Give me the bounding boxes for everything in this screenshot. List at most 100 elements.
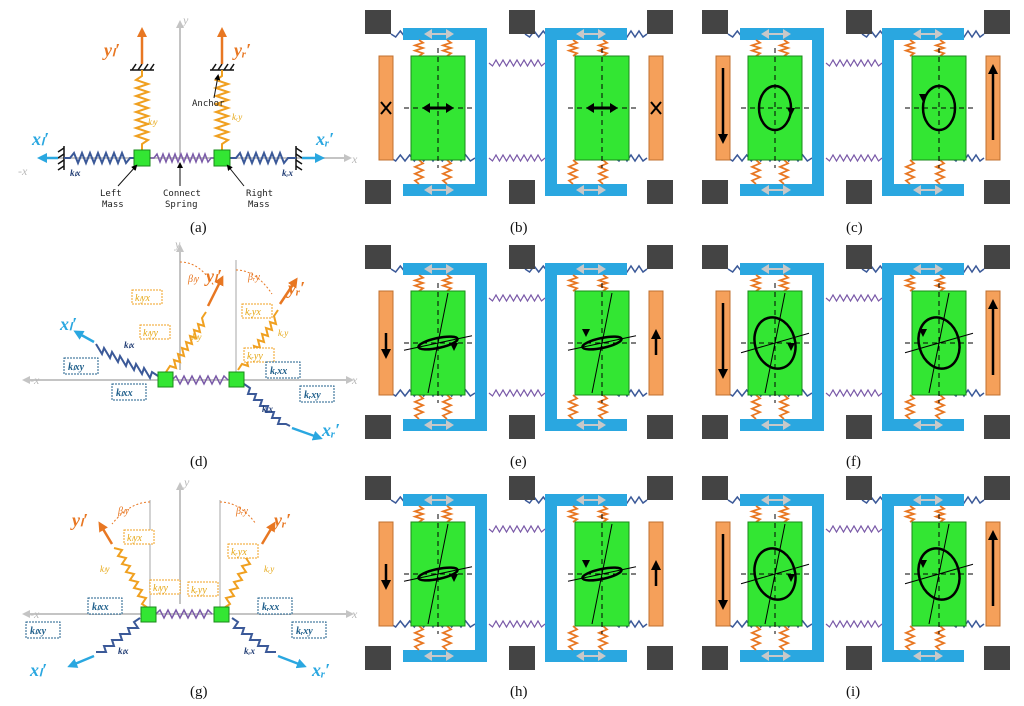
spring [596, 159, 610, 185]
k-lx-label-g: kₗx [118, 646, 129, 656]
arrow-head [913, 651, 921, 661]
anchor-block [846, 180, 872, 204]
arrow-head [446, 651, 454, 661]
anchor-block [647, 415, 673, 439]
axis-yr-prime: yᵣ′ [232, 40, 251, 60]
spring [727, 619, 813, 629]
rotation-arrow-head [582, 329, 590, 337]
left-mass-block-g [140, 606, 157, 623]
frame-side-bar [475, 263, 487, 431]
axis-xl-prime: xₗ′ [31, 129, 49, 149]
arrow-head [783, 495, 791, 505]
anchor-block [647, 10, 673, 34]
k-lxx-box-g: kₗxx [92, 602, 109, 613]
spring [777, 274, 791, 292]
anchor-block [846, 476, 872, 500]
panel-d: -x x y yₗ′ yᵣ′ xₗ′ xᵣ′ βₗy βᵣy kₗyx kₗyy… [22, 237, 358, 470]
spring [488, 153, 546, 163]
spring [390, 619, 476, 629]
arrow-head [761, 264, 769, 274]
left-mass-block [133, 149, 151, 167]
spring [566, 625, 580, 651]
axis-neg-x-label-d: -x [30, 373, 40, 387]
arrow-head [783, 264, 791, 274]
frame-side-bar [475, 494, 487, 662]
arrow-head [935, 651, 943, 661]
anchor-block [647, 646, 673, 670]
k-ry-label-g: kᵣy [264, 564, 274, 574]
spring [933, 394, 947, 420]
resonator-panel-i [702, 476, 1010, 670]
spring [727, 153, 813, 163]
right-mass-block [213, 149, 231, 167]
axis-neg-x-label-g: -x [30, 607, 40, 621]
arrow-head [783, 29, 791, 39]
caption-c: (c) [846, 220, 863, 236]
tilted-axis [764, 292, 786, 394]
resonator-panel-f [702, 245, 1010, 439]
anchor-block [647, 245, 673, 269]
anchor-block [509, 245, 535, 269]
spring [566, 159, 580, 185]
arrow-head [761, 420, 769, 430]
k-ly-label-d: kₗy [192, 332, 201, 342]
axis-neg-x-label: -x [18, 164, 28, 178]
caption-e: (e) [510, 454, 527, 470]
arrow-head [424, 651, 432, 661]
arrow-head [446, 264, 454, 274]
frame-side-bar [545, 28, 557, 196]
arrow-head [446, 185, 454, 195]
frame-side-bar [812, 28, 824, 196]
spring [440, 394, 454, 420]
anchor-block [984, 646, 1010, 670]
spring [825, 524, 883, 534]
k-lx-label: kₗx [70, 168, 81, 178]
right-mass-block-g [213, 606, 230, 623]
anchor-block [984, 245, 1010, 269]
frame-side-bar [882, 263, 894, 431]
beta-ly-label-d: βₗy [187, 274, 200, 285]
anchor-block [846, 10, 872, 34]
anchor-block [984, 10, 1010, 34]
spring [412, 505, 426, 523]
tilted-axis [591, 292, 613, 394]
axis-x-label: x [351, 152, 358, 166]
caption-f: (f) [846, 454, 861, 470]
k-ryy-box-g: kᵣyy [191, 585, 207, 596]
anchor-block [509, 180, 535, 204]
k-rxy-box-g: kᵣxy [296, 626, 313, 637]
k-rx-label: kᵣx [282, 168, 294, 178]
arrow-head [598, 185, 606, 195]
axis-xl-prime-g: xₗ′ [29, 660, 47, 680]
arrow-head [610, 103, 618, 113]
axis-yr-prime-d: yᵣ′ [286, 278, 305, 298]
caption-g: (g) [190, 684, 208, 700]
k-lxy-box-d: kₗxy [68, 362, 85, 373]
spring [749, 394, 763, 420]
k-rxx-box-d: kᵣxx [270, 366, 287, 377]
anchor-block [647, 180, 673, 204]
motion-ellipse [921, 84, 957, 132]
k-lxx-box-d: kₗxx [116, 388, 133, 399]
frame-side-bar [475, 28, 487, 196]
k-ly-label-g: kₗy [100, 564, 109, 574]
anchor-block [365, 476, 391, 500]
resonator-panel-b [365, 10, 673, 204]
spring [566, 394, 580, 420]
panel-a: y -x x yₗ′ yᵣ′ xₗ′ xᵣ′ kₗy kᵣy kₗx k [18, 13, 358, 236]
k-ry-label: kᵣy [232, 112, 242, 122]
anchor-block [365, 180, 391, 204]
spring [488, 619, 546, 629]
k-lyy-box-d: kₗyy [143, 328, 159, 339]
spring [488, 524, 546, 534]
arrow-head [935, 264, 943, 274]
axis-yl-prime-g: yₗ′ [70, 510, 88, 530]
axis-xr-prime-d: xᵣ′ [321, 420, 340, 440]
rotation-arrow-head [450, 574, 458, 582]
rotation-arrow-head [919, 329, 927, 337]
rotation-arrow-head [919, 94, 927, 102]
rotation-arrow-head [919, 560, 927, 568]
k-lyx-box-d: kₗyx [135, 293, 151, 304]
axis-xl-prime-d: xₗ′ [59, 314, 77, 334]
tilted-axis [764, 523, 786, 625]
